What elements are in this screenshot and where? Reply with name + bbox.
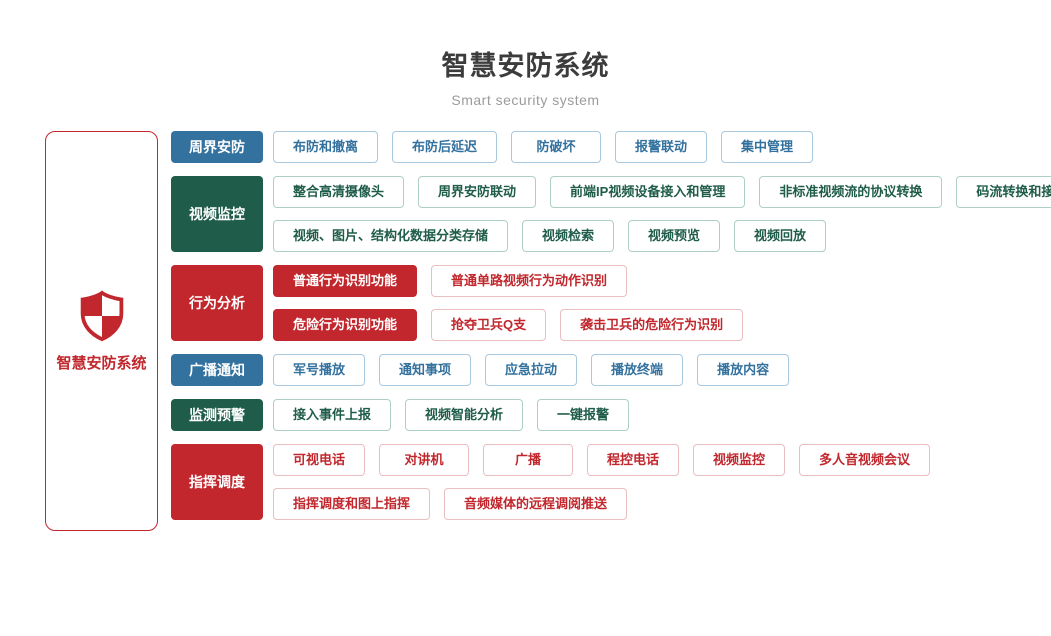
feature-chip: 播放终端 [591, 354, 684, 386]
page-header: 智慧安防系统 Smart security system [0, 0, 1051, 108]
root-label: 智慧安防系统 [56, 354, 147, 372]
chip-row: 指挥调度和图上指挥音频媒体的远程调阅推送 [273, 488, 930, 520]
chip-row: 视频、图片、结构化数据分类存储视频检索视频预览视频回放 [273, 220, 1051, 252]
chip-row: 整合高清摄像头周界安防联动前端IP视频设备接入和管理非标准视频流的协议转换码流转… [273, 176, 1051, 208]
feature-chip: 视频智能分析 [405, 399, 524, 431]
feature-group: 指挥调度可视电话对讲机广播程控电话视频监控多人音视频会议指挥调度和图上指挥音频媒… [171, 444, 1051, 520]
chip-rows: 普通行为识别功能普通单路视频行为动作识别危险行为识别功能抢夺卫兵Q支袭击卫兵的危… [273, 265, 744, 341]
feature-chip: 音频媒体的远程调阅推送 [444, 488, 628, 520]
feature-chip: 普通单路视频行为动作识别 [431, 265, 628, 297]
chip-rows: 布防和撤离布防后延迟防破坏报警联动集中管理 [273, 131, 814, 163]
feature-chip: 报警联动 [615, 131, 708, 163]
feature-chip: 军号播放 [273, 354, 366, 386]
feature-chip: 防破坏 [511, 131, 602, 163]
feature-chip: 布防后延迟 [392, 131, 498, 163]
chip-rows: 整合高清摄像头周界安防联动前端IP视频设备接入和管理非标准视频流的协议转换码流转… [273, 176, 1051, 252]
feature-chip: 广播 [483, 444, 574, 476]
feature-chip: 整合高清摄像头 [273, 176, 405, 208]
feature-chip: 危险行为识别功能 [273, 309, 418, 341]
page-subtitle: Smart security system [451, 92, 600, 108]
feature-chip: 播放内容 [697, 354, 790, 386]
feature-chip: 视频监控 [693, 444, 786, 476]
category-label: 视频监控 [171, 176, 263, 252]
category-label: 广播通知 [171, 354, 263, 386]
feature-group: 广播通知军号播放通知事项应急拉动播放终端播放内容 [171, 354, 1051, 386]
security-system-diagram: 智慧安防系统 周界安防布防和撤离布防后延迟防破坏报警联动集中管理视频监控整合高清… [45, 131, 1051, 531]
feature-chip: 袭击卫兵的危险行为识别 [560, 309, 744, 341]
chip-row: 接入事件上报视频智能分析一键报警 [273, 399, 630, 431]
root-node: 智慧安防系统 [45, 131, 158, 531]
category-label: 行为分析 [171, 265, 263, 341]
chip-row: 军号播放通知事项应急拉动播放终端播放内容 [273, 354, 790, 386]
chip-row: 危险行为识别功能抢夺卫兵Q支袭击卫兵的危险行为识别 [273, 309, 744, 341]
feature-chip: 视频预览 [628, 220, 721, 252]
chip-row: 可视电话对讲机广播程控电话视频监控多人音视频会议 [273, 444, 931, 476]
feature-chip: 抢夺卫兵Q支 [431, 309, 547, 341]
chip-rows: 可视电话对讲机广播程控电话视频监控多人音视频会议指挥调度和图上指挥音频媒体的远程… [273, 444, 931, 520]
feature-group: 监测预警接入事件上报视频智能分析一键报警 [171, 399, 1051, 431]
feature-chip: 接入事件上报 [273, 399, 392, 431]
page-title: 智慧安防系统 [441, 51, 610, 81]
feature-chip: 一键报警 [537, 399, 630, 431]
feature-chip: 前端IP视频设备接入和管理 [550, 176, 746, 208]
shield-icon [80, 289, 123, 341]
feature-chip: 布防和撤离 [273, 131, 379, 163]
chip-rows: 接入事件上报视频智能分析一键报警 [273, 399, 630, 431]
feature-chip: 程控电话 [587, 444, 680, 476]
feature-chip: 通知事项 [379, 354, 472, 386]
feature-group: 视频监控整合高清摄像头周界安防联动前端IP视频设备接入和管理非标准视频流的协议转… [171, 176, 1051, 252]
chip-rows: 军号播放通知事项应急拉动播放终端播放内容 [273, 354, 790, 386]
feature-chip: 指挥调度和图上指挥 [273, 488, 431, 520]
feature-groups: 周界安防布防和撤离布防后延迟防破坏报警联动集中管理视频监控整合高清摄像头周界安防… [171, 131, 1051, 520]
category-label: 监测预警 [171, 399, 263, 431]
feature-chip: 视频回放 [734, 220, 827, 252]
feature-group: 行为分析普通行为识别功能普通单路视频行为动作识别危险行为识别功能抢夺卫兵Q支袭击… [171, 265, 1051, 341]
chip-row: 布防和撤离布防后延迟防破坏报警联动集中管理 [273, 131, 814, 163]
feature-chip: 普通行为识别功能 [273, 265, 418, 297]
feature-chip: 多人音视频会议 [799, 444, 931, 476]
feature-chip: 应急拉动 [485, 354, 578, 386]
feature-chip: 集中管理 [721, 131, 814, 163]
feature-chip: 视频检索 [522, 220, 615, 252]
feature-group: 周界安防布防和撤离布防后延迟防破坏报警联动集中管理 [171, 131, 1051, 163]
feature-chip: 视频、图片、结构化数据分类存储 [273, 220, 509, 252]
category-label: 指挥调度 [171, 444, 263, 520]
chip-row: 普通行为识别功能普通单路视频行为动作识别 [273, 265, 743, 297]
feature-chip: 非标准视频流的协议转换 [759, 176, 943, 208]
feature-chip: 可视电话 [273, 444, 366, 476]
feature-chip: 码流转换和接口转换 [956, 176, 1051, 208]
category-label: 周界安防 [171, 131, 263, 163]
feature-chip: 周界安防联动 [418, 176, 537, 208]
feature-chip: 对讲机 [379, 444, 470, 476]
